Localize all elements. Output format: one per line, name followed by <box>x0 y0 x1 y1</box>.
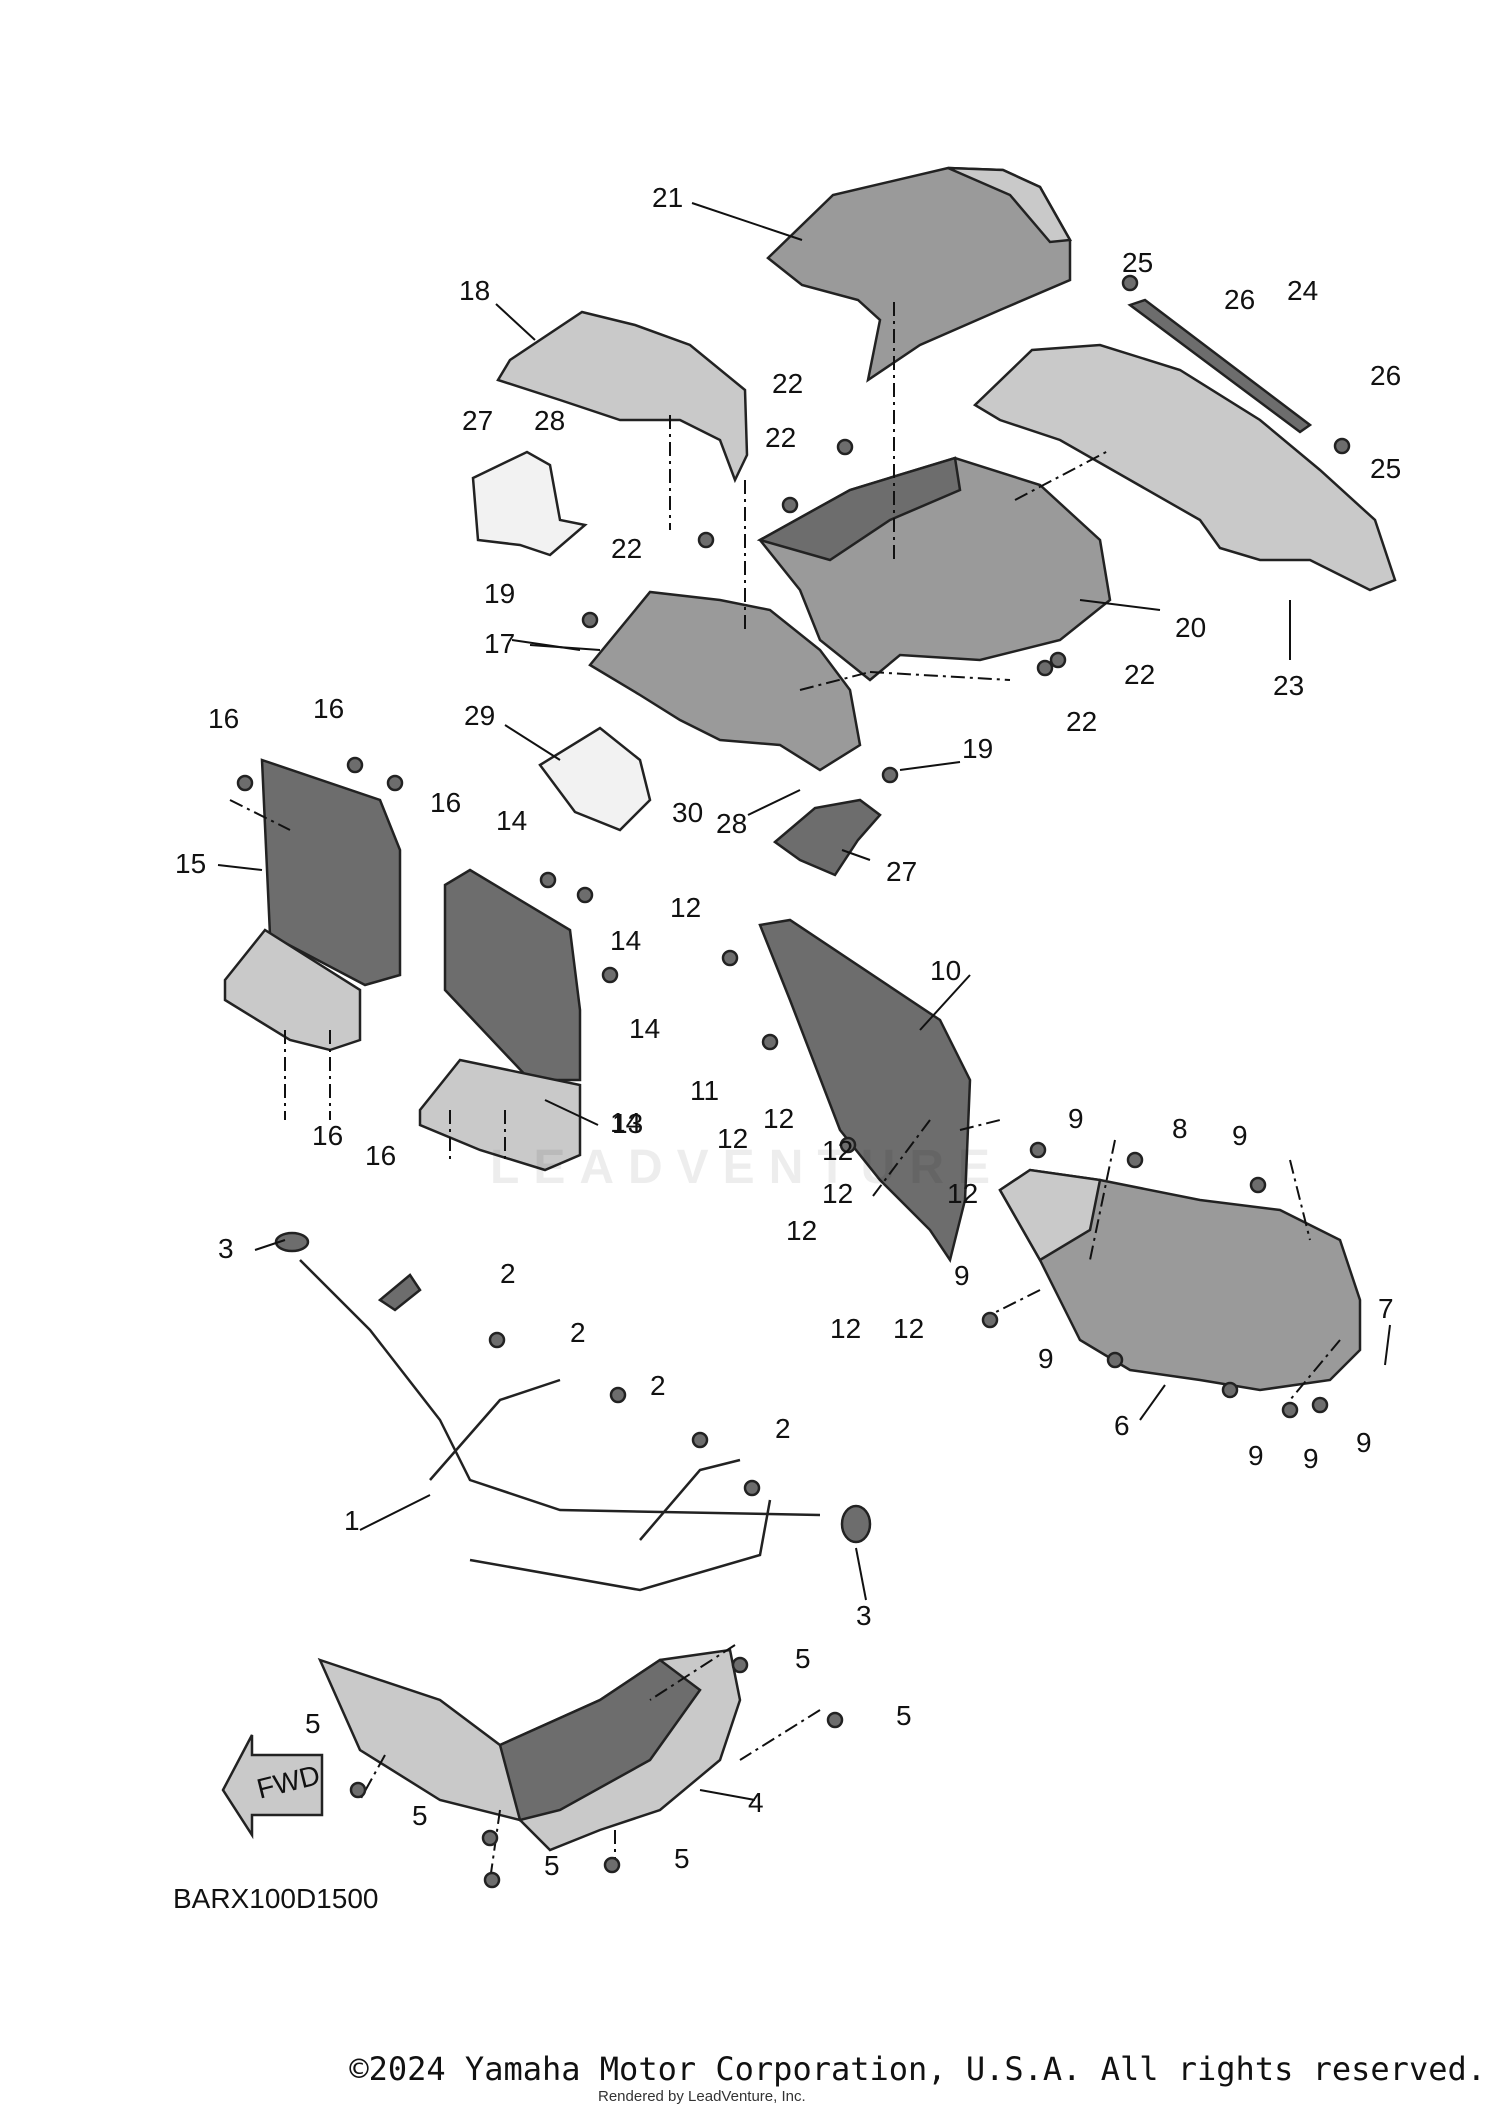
callout-28: 28 <box>534 405 565 436</box>
callout-2: 2 <box>650 1370 666 1401</box>
callout-16: 16 <box>430 787 461 818</box>
callout-15: 15 <box>175 848 206 879</box>
callout-10: 10 <box>930 955 961 986</box>
callout-22: 22 <box>765 422 796 453</box>
part-4-skid-plate <box>317 1648 742 1852</box>
callout-19: 19 <box>484 578 515 609</box>
callout-20: 20 <box>1175 612 1206 643</box>
callout-5: 5 <box>544 1850 560 1881</box>
callout-3: 3 <box>856 1600 872 1631</box>
callout-12: 12 <box>763 1103 794 1134</box>
callout-12: 12 <box>670 892 701 923</box>
part-13-panel <box>418 868 582 1172</box>
part-27-bracket-lower <box>772 798 882 877</box>
callout-16: 16 <box>365 1140 396 1171</box>
callout-23: 23 <box>1273 670 1304 701</box>
callout-29: 29 <box>464 700 495 731</box>
callout-9: 9 <box>1356 1427 1372 1458</box>
part-17-duct <box>588 590 862 772</box>
callout-16: 16 <box>313 693 344 724</box>
callout-24: 24 <box>1287 275 1318 306</box>
part-29-bracket <box>538 726 652 832</box>
callout-25: 25 <box>1122 247 1153 278</box>
callout-12: 12 <box>822 1178 853 1209</box>
fwd-arrow-icon: FWD <box>221 1734 324 1840</box>
part-18-guard <box>496 310 749 484</box>
callout-9: 9 <box>1248 1440 1264 1471</box>
callout-5: 5 <box>896 1700 912 1731</box>
callout-11: 11 <box>690 1075 719 1106</box>
callout-16: 16 <box>312 1120 343 1151</box>
part-15-panel <box>223 758 402 1052</box>
callout-25: 25 <box>1370 453 1401 484</box>
callout-13-label: 13 <box>612 1108 643 1139</box>
callout-26: 26 <box>1370 360 1401 391</box>
callout-27: 27 <box>462 405 493 436</box>
part-20-tray <box>756 456 1112 682</box>
part-1-frame <box>274 1231 872 1592</box>
callout-21: 21 <box>652 182 683 213</box>
callout-9: 9 <box>1303 1443 1319 1474</box>
callout-22: 22 <box>772 368 803 399</box>
callout-9: 9 <box>1232 1120 1248 1151</box>
callout-5: 5 <box>412 1800 428 1831</box>
callout-6: 6 <box>1114 1410 1130 1441</box>
callout-2: 2 <box>500 1258 516 1289</box>
fasteners <box>236 274 1351 1889</box>
callout-9: 9 <box>1038 1343 1054 1374</box>
callout-12: 12 <box>786 1215 817 1246</box>
callout-28: 28 <box>716 808 747 839</box>
callout-14: 14 <box>629 1013 660 1044</box>
callout-12: 12 <box>717 1123 748 1154</box>
part-27-bracket-upper <box>471 450 588 557</box>
callout-30: 30 <box>672 797 703 828</box>
diagram-code: BARX100D1500 <box>173 1883 378 1914</box>
callout-14: 14 <box>496 805 527 836</box>
callout-1: 1 <box>344 1505 360 1536</box>
callout-26: 26 <box>1224 284 1255 315</box>
callout-12-label: 12 <box>822 1135 853 1166</box>
callout-16: 16 <box>208 703 239 734</box>
callout-22: 22 <box>611 533 642 564</box>
callout-22: 22 <box>1066 706 1097 737</box>
part-10-side-cover <box>758 918 972 1264</box>
part-23-rear-panel <box>972 343 1397 592</box>
callout-12: 12 <box>893 1313 924 1344</box>
part-24-strip <box>1127 298 1313 434</box>
callout-5: 5 <box>305 1708 321 1739</box>
rendered-by-note: Rendered by LeadVenture, Inc. <box>598 2088 806 2105</box>
copyright-text: ©2024 Yamaha Motor Corporation, U.S.A. A… <box>349 2050 1486 2088</box>
callout-labels: 21 18 25 26 24 26 25 27 28 22 22 22 19 2… <box>175 182 1401 1881</box>
callout-2: 2 <box>775 1413 791 1444</box>
part-6-fender <box>998 1168 1362 1392</box>
callout-4: 4 <box>748 1787 764 1818</box>
callout-9: 9 <box>954 1260 970 1291</box>
leader-lines <box>217 202 1391 1881</box>
copyright-footer: ©2024 Yamaha Motor Corporation, U.S.A. A… <box>0 2050 1500 2088</box>
callout-17: 17 <box>484 628 515 659</box>
callout-27: 27 <box>886 856 917 887</box>
callout-9: 9 <box>1068 1103 1084 1134</box>
callout-22: 22 <box>1124 659 1155 690</box>
callout-2: 2 <box>570 1317 586 1348</box>
watermark: LEADVENTURE <box>490 1141 1005 1194</box>
callout-3: 3 <box>218 1233 234 1264</box>
callout-14: 14 <box>610 1107 641 1138</box>
callout-12: 12 <box>830 1313 861 1344</box>
part-21-cover <box>766 166 1073 383</box>
callout-14: 14 <box>610 925 641 956</box>
callout-7: 7 <box>1378 1293 1394 1324</box>
callout-18: 18 <box>459 275 490 306</box>
callout-5: 5 <box>795 1643 811 1674</box>
callout-8: 8 <box>1172 1113 1188 1144</box>
callout-5: 5 <box>674 1843 690 1874</box>
callout-12: 12 <box>947 1178 978 1209</box>
callout-19: 19 <box>962 733 993 764</box>
